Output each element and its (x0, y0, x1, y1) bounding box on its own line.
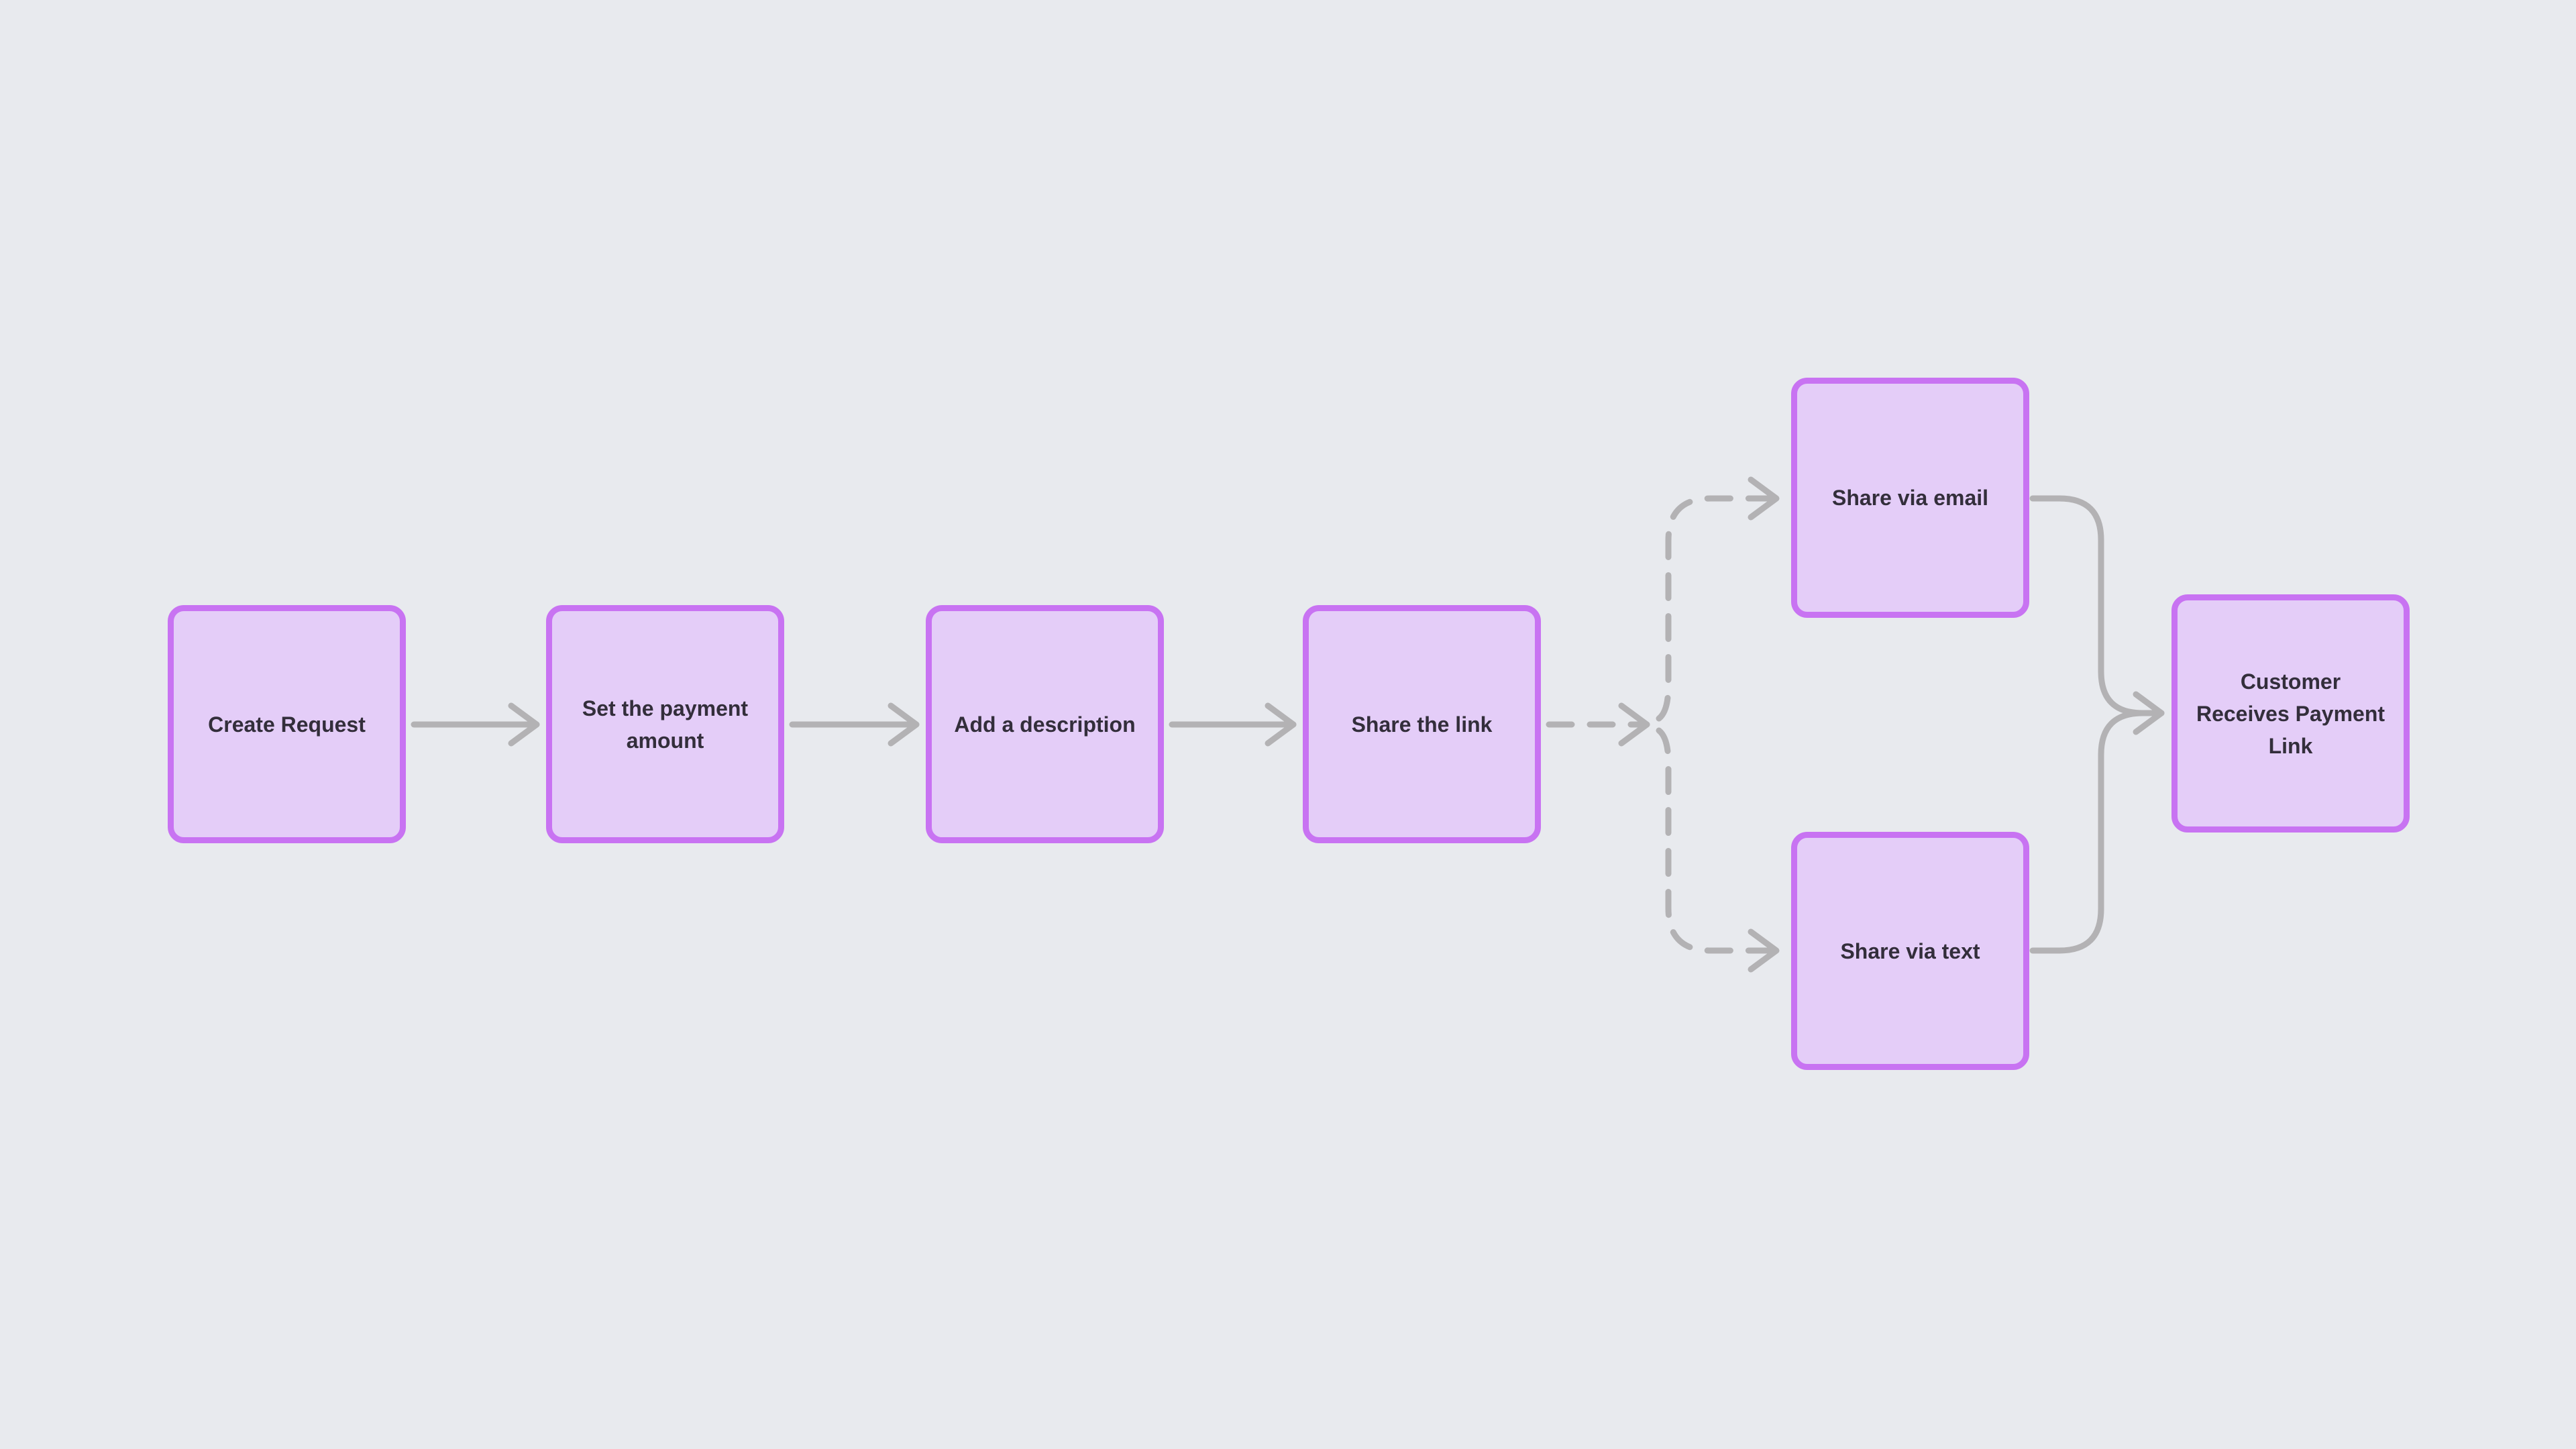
node-label: Set the payment amount (582, 696, 749, 753)
edge-email-to-customer[interactable] (2029, 495, 2165, 716)
edge-branch-to-email[interactable] (1656, 476, 1780, 722)
node-label: Create Request (208, 712, 366, 737)
node-label: Add a description (954, 712, 1136, 737)
node-share-link[interactable]: Share the link (1303, 605, 1541, 843)
node-create-request[interactable]: Create Request (168, 605, 406, 843)
node-set-payment-amount[interactable]: Set the payment amount (546, 605, 784, 843)
node-label: Share the link (1351, 712, 1493, 737)
edge-branch-to-text[interactable] (1656, 727, 1780, 973)
node-share-via-email[interactable]: Share via email (1791, 378, 2029, 618)
node-label: Share via email (1831, 486, 1989, 510)
node-label: Share via text (1840, 938, 1980, 963)
node-add-description[interactable]: Add a description (926, 605, 1164, 843)
edge-text-to-customer[interactable] (2029, 691, 2165, 954)
node-share-via-text[interactable]: Share via text (1791, 832, 2029, 1070)
node-customer-receives-payment-link[interactable]: Customer Receives Payment Link (2171, 594, 2410, 833)
node-label: Customer Receives Payment Link (2196, 669, 2385, 758)
